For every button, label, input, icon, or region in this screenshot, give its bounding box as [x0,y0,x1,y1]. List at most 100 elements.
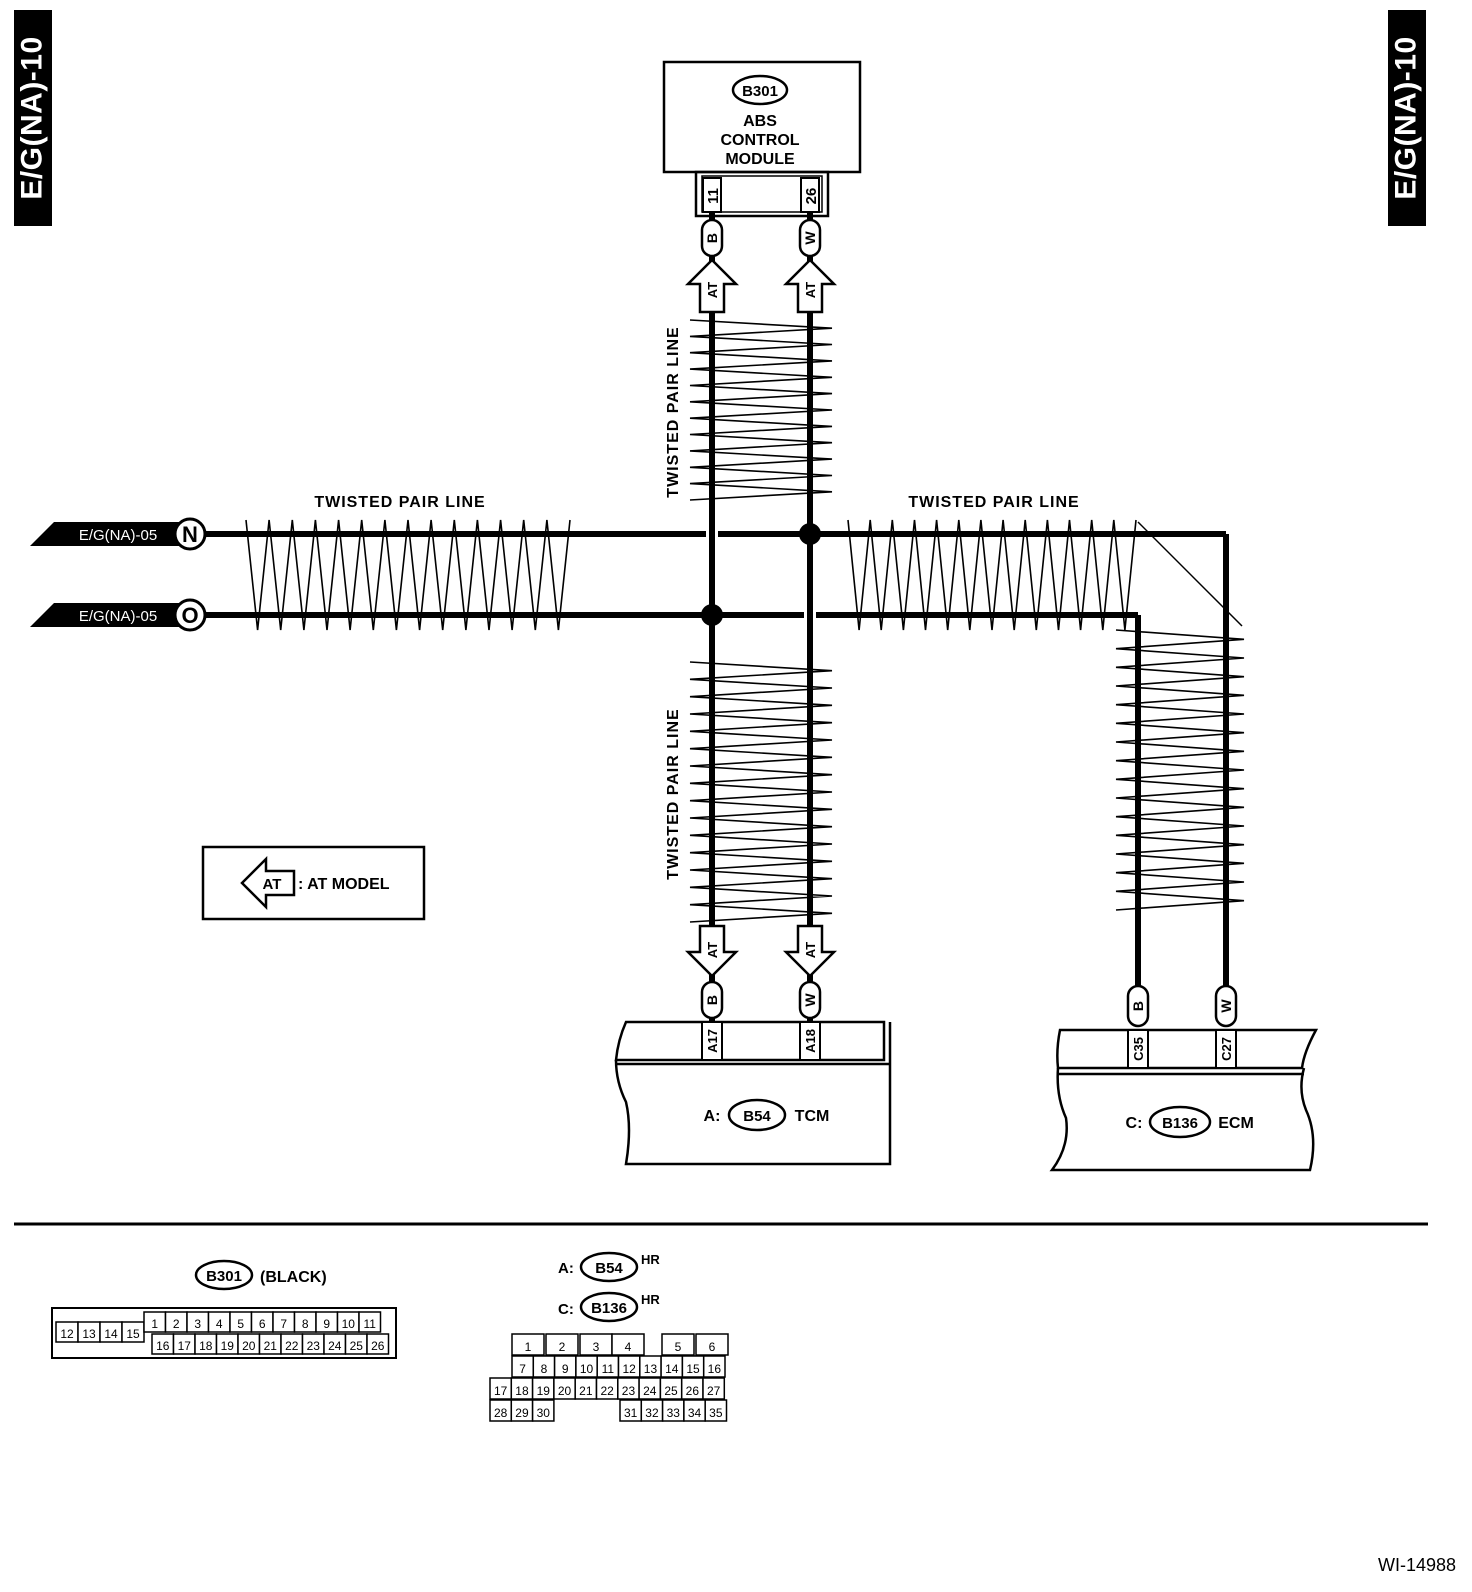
ecm-wire-right: W [1218,999,1234,1013]
at-arrow-up-left-label: AT [705,282,720,298]
pin-cell [702,1355,726,1378]
pin-number: 35 [709,1406,723,1420]
pin-number: 20 [242,1339,256,1353]
pin-number: 9 [323,1317,330,1331]
ecm-prefix: C: [1126,1115,1143,1132]
abs-wire-left: B [704,233,720,243]
pin-number: 8 [302,1317,309,1331]
pin-number: 1 [525,1340,532,1354]
pin-number: 20 [558,1384,572,1398]
legend-text: : AT MODEL [298,876,390,893]
pin-number: 32 [645,1406,659,1420]
pin-number: 13 [644,1362,658,1376]
pin-number: 6 [259,1317,266,1331]
offpage-n-ref: E/G(NA)-05 [79,527,157,544]
offpage-o-ref: E/G(NA)-05 [79,608,157,625]
figure-id: WI-14988 [1377,1555,1456,1575]
offpage-n-symbol: N [182,522,198,547]
pin-number: 23 [622,1384,636,1398]
pin-number: 8 [541,1362,548,1376]
twisted-pair-label-right: TWISTED PAIR LINE [908,494,1079,511]
b54-face-suffix: HR [641,1252,660,1267]
pin-number: 15 [686,1362,700,1376]
pin-number: 23 [307,1339,321,1353]
ecm-name: ECM [1218,1115,1254,1132]
twist-zigzag [847,519,1137,631]
pin-number: 3 [194,1317,201,1331]
pin-number: 4 [216,1317,223,1331]
pin-number: 25 [664,1384,678,1398]
b54-face-id: B54 [595,1260,623,1277]
ecm-pin-left: C35 [1131,1037,1146,1061]
abs-name-line1: ABS [743,113,777,130]
ecm-wire-left: B [1130,1001,1146,1011]
pin-number: 2 [173,1317,180,1331]
abs-pin-strip [694,170,830,218]
legend-at-symbol: AT [263,876,282,893]
pin-number: 26 [371,1339,385,1353]
abs-wire-tags: B W AT AT [684,218,838,314]
pin-cell [358,1311,382,1333]
twisted-pair-label-upper: TWISTED PAIR LINE [665,326,682,497]
twisted-pair-label-lower: TWISTED PAIR LINE [665,708,682,879]
pin-number: 24 [328,1339,342,1353]
offpage-connector-n: E/G(NA)-05 N [30,517,207,551]
abs-pin-left: 11 [705,188,722,204]
twist-zigzag [1115,629,1245,911]
pin-cell [531,1399,555,1422]
pin-number: 34 [688,1406,702,1420]
abs-name-line2: CONTROL [720,132,799,149]
at-arrow-up-right [782,258,838,314]
pin-number: 14 [665,1362,679,1376]
pin-cell [366,1333,390,1355]
pin-number: 11 [364,1317,377,1331]
pin-number: 16 [708,1362,722,1376]
junction-dot-n [799,523,821,545]
ecm-connector-header [1056,1028,1319,1070]
pin-number: 1 [151,1317,158,1331]
pin-number: 2 [559,1340,566,1354]
pin-number: 27 [707,1384,721,1398]
pin-number: 16 [156,1339,170,1353]
pin-cell [704,1399,728,1422]
pin-number: 18 [199,1339,213,1353]
pin-number: 10 [580,1362,594,1376]
pin-number: 17 [178,1339,192,1353]
pin-number: 30 [537,1406,551,1420]
pin-number: 5 [675,1340,682,1354]
tcm-wire-right: W [802,993,818,1007]
tcm-pin-right: A18 [803,1029,818,1053]
tcm-wire-left: B [704,995,720,1005]
b136-face-prefix: C: [558,1301,574,1318]
ecm-module: B W C35 C27 C: B136 ECM [1049,984,1319,1172]
pin-number: 3 [593,1340,600,1354]
abs-wire-right: W [802,231,818,245]
pin-number: 22 [285,1339,299,1353]
at-arrow-down-right [782,924,838,978]
abs-control-module: B301 ABS CONTROL MODULE 11 26 [662,60,862,218]
junction-dot-o [701,604,723,626]
pin-number: 5 [237,1317,244,1331]
twist-zigzag [245,519,571,631]
pin-number: 33 [667,1406,681,1420]
pin-number: 19 [221,1339,235,1353]
pin-number: 14 [104,1327,118,1341]
pin-number: 25 [350,1339,364,1353]
pin-number: 4 [625,1340,632,1354]
ecm-pin-right: C27 [1219,1037,1234,1061]
pin-number: 6 [709,1340,716,1354]
pin-number: 26 [686,1384,700,1398]
legend-at-arrow [240,855,296,911]
tcm-connector-header [614,1020,886,1062]
pin-cell [545,1333,579,1356]
abs-connector-badge [731,74,789,106]
pin-number: 28 [494,1406,508,1420]
abs-name-line3: MODULE [725,151,795,168]
tcm-wire-tags: AT AT B W [684,924,838,1020]
pin-cell [511,1333,545,1356]
pin-number: 22 [600,1384,614,1398]
at-arrow-up-right-label: AT [803,282,818,298]
